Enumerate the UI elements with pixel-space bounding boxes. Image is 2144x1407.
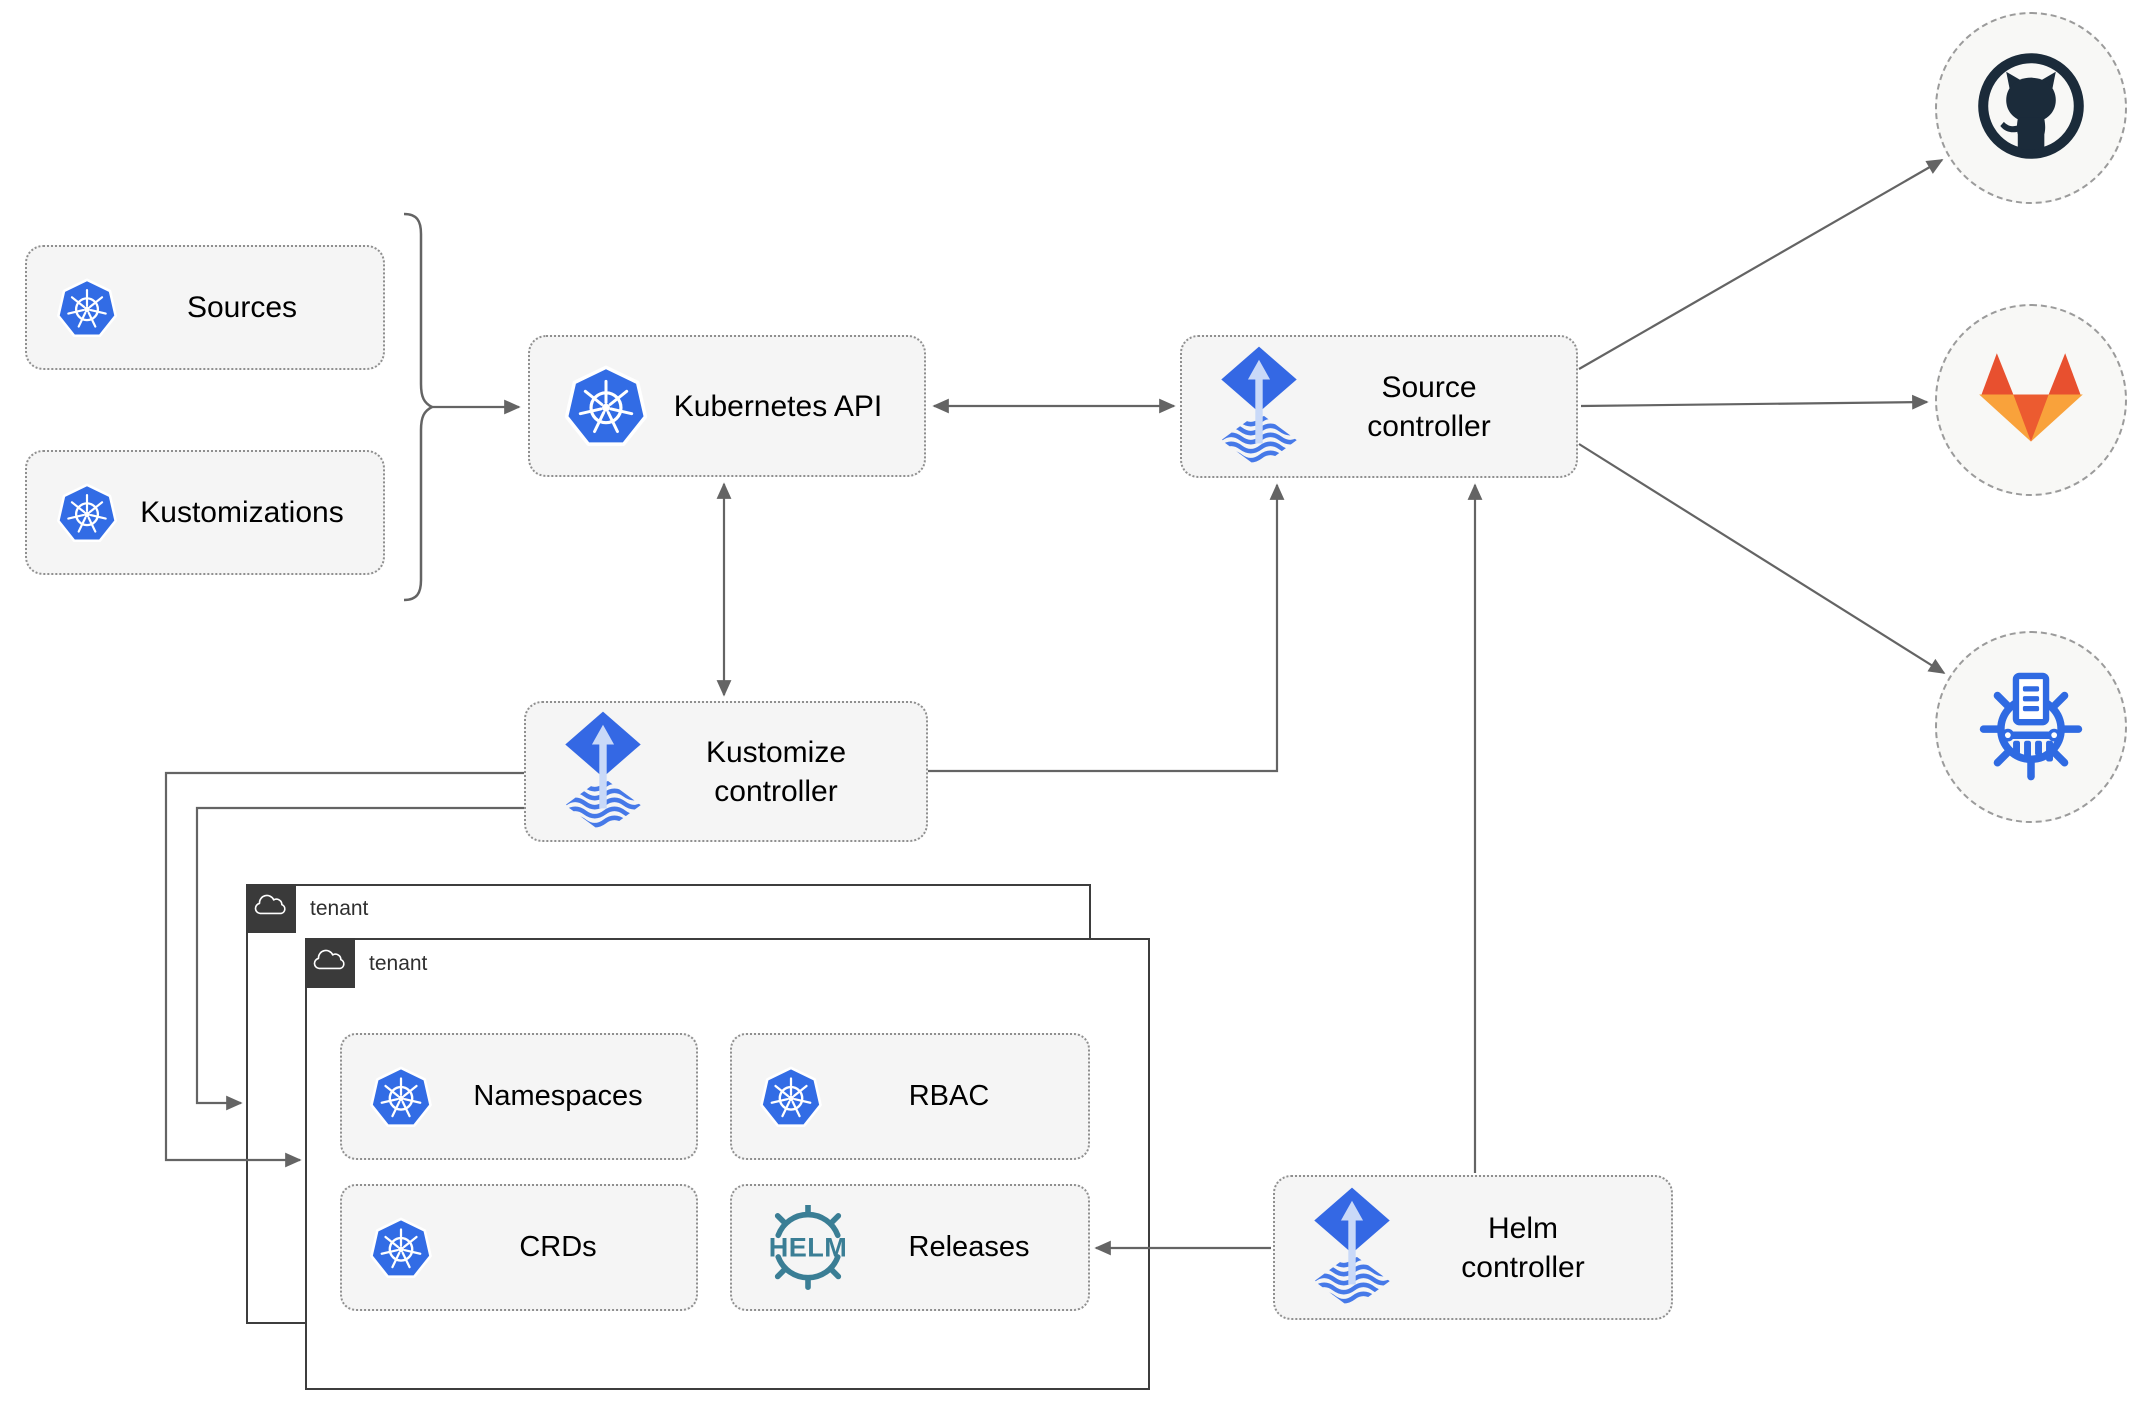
node-releases: Releases [730,1184,1090,1311]
tenant-back-label: tenant [310,897,369,920]
node-kubernetes-api-label: Kubernetes API [673,389,883,423]
node-kustomizations: Kustomizations [25,450,385,575]
node-helm-controller-label: Helm controller [1461,1211,1585,1284]
node-helm-controller: Helm controller [1273,1175,1673,1320]
tenant-back-tab [246,884,296,933]
kubernetes-icon [368,1064,434,1130]
node-crds-label: CRDs [519,1231,597,1263]
kubernetes-icon [55,276,119,340]
arrow-kustomize-to-source-controller [928,483,1285,773]
github-icon [1972,47,2090,170]
remote-kustomize-repo [1935,631,2127,823]
kubernetes-icon [368,1215,434,1281]
kubernetes-icon [55,481,119,545]
cloud-icon [311,948,349,979]
node-namespaces: Namespaces [340,1033,698,1160]
node-namespaces-label: Namespaces [473,1080,643,1112]
tenant-front-label: tenant [369,952,428,975]
cloud-icon [252,893,290,924]
gitlab-icon [1972,345,2090,456]
remote-github [1935,12,2127,204]
node-source-controller: Source controller [1180,335,1578,478]
node-kustomize-controller-label: Kustomize controller [705,735,847,808]
kubernetes-icon [758,1064,824,1130]
arrow-source-to-kustomize-repo [1578,443,1946,674]
tenant-group-front: Namespaces RBAC CRDs Releases [305,938,1150,1390]
node-rbac: RBAC [730,1033,1090,1160]
node-kustomize-controller: Kustomize controller [524,701,928,842]
brace-sources-kustomizations [403,212,435,602]
node-sources: Sources [25,245,385,370]
arrow-source-to-gitlab [1580,394,1929,410]
node-crds: CRDs [340,1184,698,1311]
helm-icon [752,1205,864,1291]
node-kubernetes-api: Kubernetes API [528,335,926,477]
tenant-front-tab [305,938,355,988]
arrow-source-to-github [1578,159,1944,370]
node-rbac-label: RBAC [908,1080,990,1112]
node-source-controller-label: Source controller [1367,370,1491,443]
remote-gitlab [1935,304,2127,496]
node-sources-label: Sources [186,291,298,324]
node-releases-label: Releases [908,1231,1030,1263]
flux-icon [1311,1186,1393,1309]
kustomize-icon [1973,662,2089,792]
node-kustomizations-label: Kustomizations [140,496,344,529]
flux-icon [562,710,644,833]
flux-icon [1218,345,1300,468]
kubernetes-icon [562,362,650,450]
